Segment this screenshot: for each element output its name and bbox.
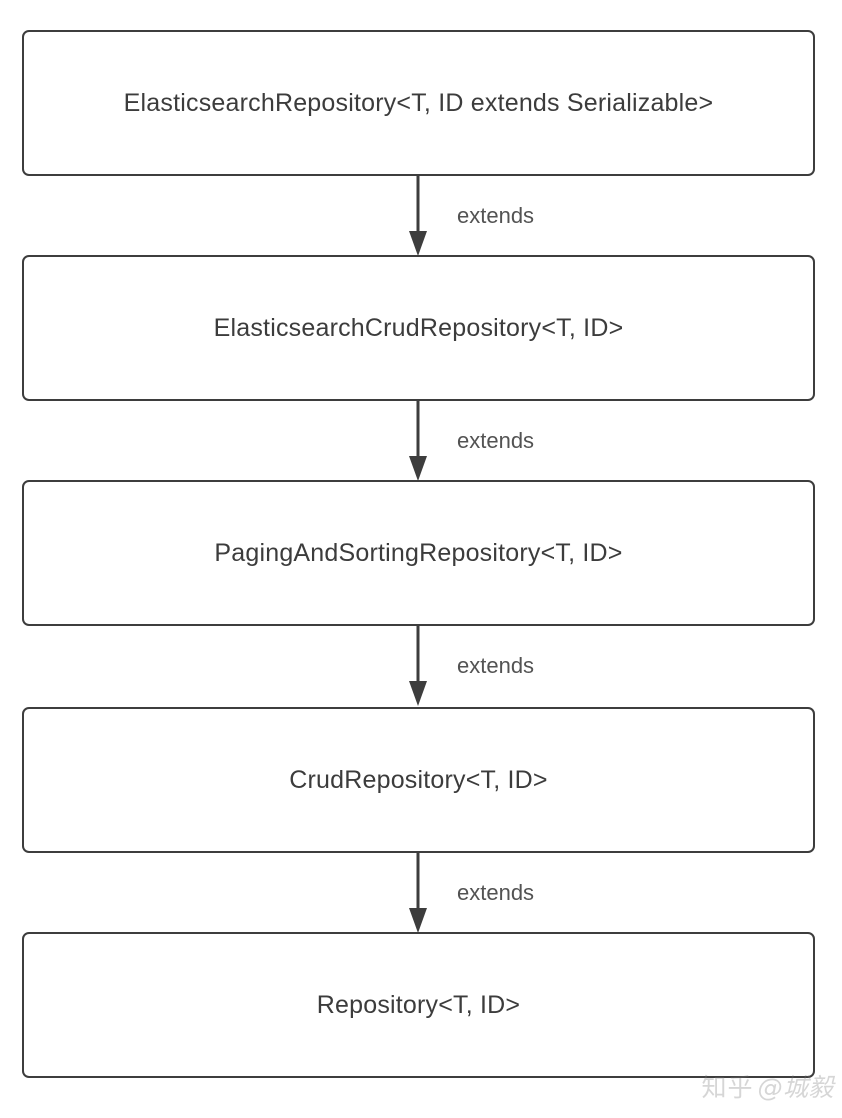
edge-extends-1: extends <box>0 175 842 257</box>
node-repository[interactable]: Repository<T, ID> <box>22 932 815 1078</box>
node-label: CrudRepository<T, ID> <box>289 765 548 794</box>
edge-label: extends <box>457 880 535 905</box>
node-label: ElasticsearchCrudRepository<T, ID> <box>213 313 624 342</box>
arrow-down-icon <box>409 625 427 706</box>
node-label: Repository<T, ID> <box>316 990 521 1019</box>
arrow-down-icon <box>409 400 427 481</box>
edge-extends-2: extends <box>0 400 842 482</box>
node-paging-and-sorting-repository[interactable]: PagingAndSortingRepository<T, ID> <box>22 480 815 626</box>
node-label: ElasticsearchRepository<T, ID extends Se… <box>123 88 714 117</box>
arrow-down-icon <box>409 852 427 933</box>
node-label: PagingAndSortingRepository<T, ID> <box>214 538 623 567</box>
edge-extends-4: extends <box>0 852 842 934</box>
edge-label: extends <box>457 203 535 228</box>
edge-label: extends <box>457 653 535 678</box>
node-crud-repository[interactable]: CrudRepository<T, ID> <box>22 707 815 853</box>
node-elasticsearch-crud-repository[interactable]: ElasticsearchCrudRepository<T, ID> <box>22 255 815 401</box>
edge-extends-3: extends <box>0 625 842 707</box>
node-elasticsearch-repository[interactable]: ElasticsearchRepository<T, ID extends Se… <box>22 30 815 176</box>
arrow-down-icon <box>409 175 427 256</box>
edge-label: extends <box>457 428 535 453</box>
